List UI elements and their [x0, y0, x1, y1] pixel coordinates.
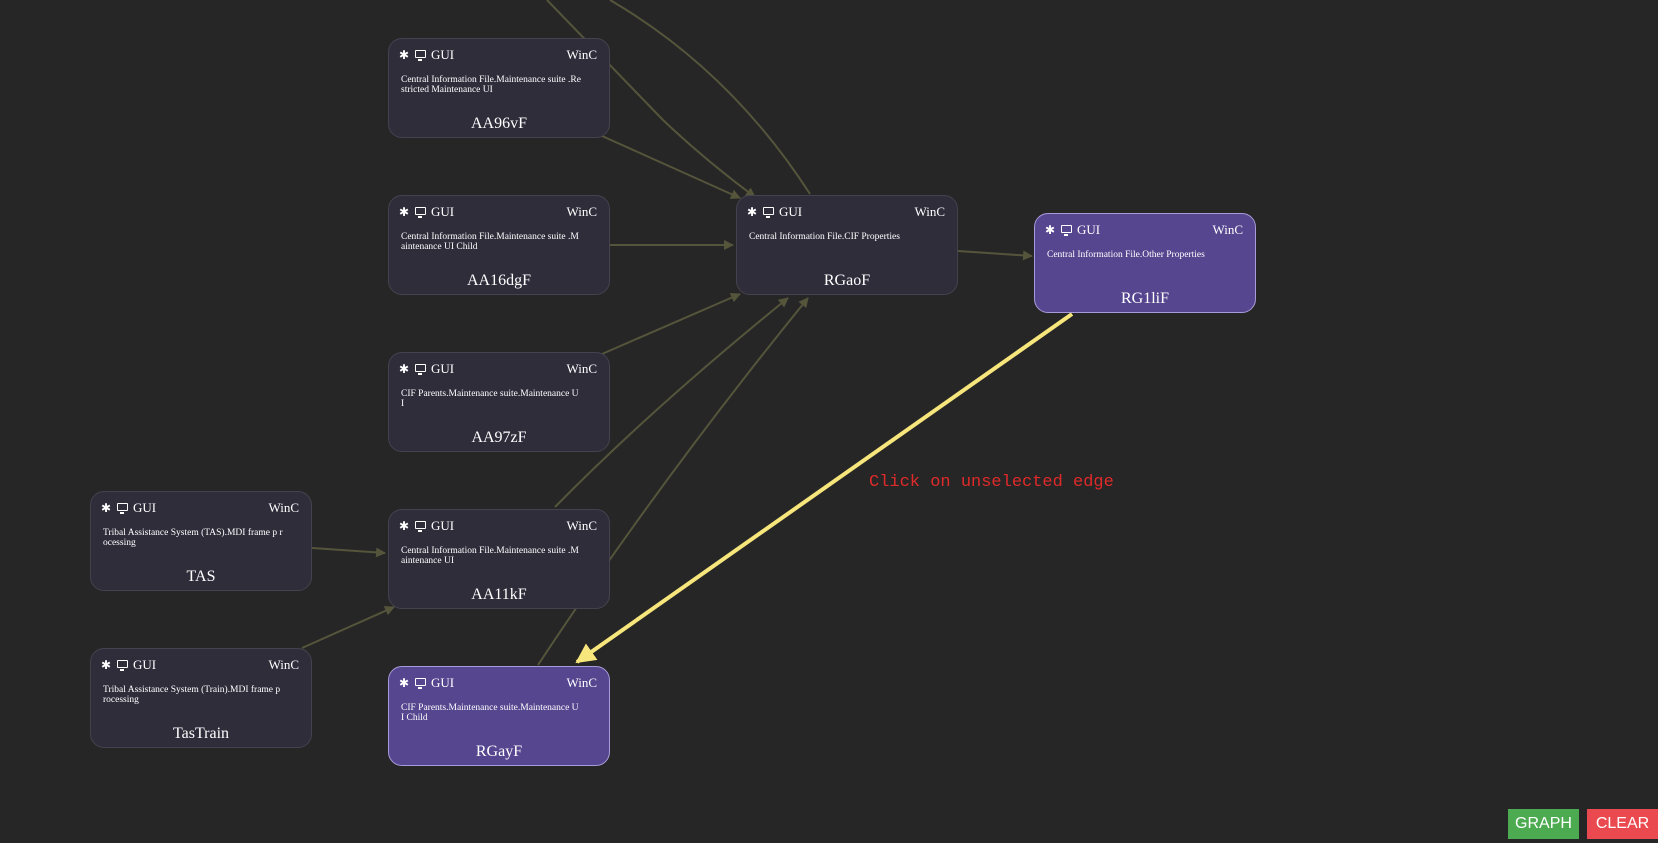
node-kind: GUI: [431, 361, 455, 376]
node-kind: GUI: [133, 657, 157, 672]
edge-offscreen-to-rgaof-1[interactable]: [546, 0, 756, 198]
edge-rg1lif-to-rgayf-selected[interactable]: [575, 312, 1074, 664]
node-env: WinC: [566, 675, 597, 690]
node-header: ✱ GUI WinC: [101, 657, 299, 673]
node-description: CIF Parents.Maintenance suite.Maintenanc…: [401, 703, 579, 723]
node-kind: GUI: [133, 500, 157, 515]
node-header: ✱ GUI WinC: [1045, 222, 1243, 238]
node-description: Central Information File.CIF Properties: [749, 232, 900, 242]
node-description: Central Information File.Other Propertie…: [1047, 250, 1205, 260]
node-env: WinC: [914, 204, 945, 219]
node-env: WinC: [268, 500, 299, 515]
node-env: WinC: [1212, 222, 1243, 237]
edge-tas-to-aa11kf[interactable]: [311, 547, 386, 558]
node-header: ✱ GUI WinC: [399, 204, 597, 220]
node-rgayf[interactable]: ✱ GUI WinC CIF Parents.Maintenance suite…: [388, 666, 610, 766]
node-id: TasTrain: [172, 725, 230, 742]
status-message: Click on unselected edge: [869, 473, 1114, 492]
monitor-icon: [415, 521, 426, 532]
node-aa96vf[interactable]: ✱ GUI WinC Central Information File.Main…: [388, 38, 610, 138]
gear-icon[interactable]: ✱: [399, 362, 410, 376]
monitor-icon: [1061, 225, 1072, 236]
node-kind: GUI: [431, 47, 455, 62]
node-header: ✱ GUI WinC: [101, 500, 299, 516]
node-rgaof[interactable]: ✱ GUI WinC Central Information File.CIF …: [736, 195, 958, 295]
node-env: WinC: [566, 361, 597, 376]
node-rg1lif[interactable]: ✱ GUI WinC Central Information File.Othe…: [1034, 213, 1256, 313]
gear-icon[interactable]: ✱: [399, 205, 410, 219]
monitor-icon: [415, 364, 426, 375]
edge-rgayf-to-rgaof[interactable]: [537, 297, 809, 666]
node-description: Central Information File.Maintenance sui…: [401, 75, 581, 95]
gear-icon[interactable]: ✱: [101, 658, 112, 672]
gear-icon[interactable]: ✱: [747, 205, 758, 219]
node-env: WinC: [268, 657, 299, 672]
node-description: CIF Parents.Maintenance suite.Maintenanc…: [401, 389, 579, 409]
node-header: ✱ GUI WinC: [399, 675, 597, 691]
node-kind: GUI: [431, 518, 455, 533]
graph-button[interactable]: GRAPH: [1508, 809, 1579, 839]
node-id: RGayF: [475, 743, 523, 760]
gear-icon[interactable]: ✱: [399, 48, 410, 62]
monitor-icon: [117, 503, 128, 514]
monitor-icon: [415, 50, 426, 61]
node-id: AA11kF: [471, 586, 527, 603]
node-env: WinC: [566, 47, 597, 62]
monitor-icon: [117, 660, 128, 671]
edge-rgaof-to-rg1lif[interactable]: [957, 250, 1033, 261]
edge-aa11kf-to-rgaof[interactable]: [554, 297, 789, 508]
monitor-icon: [763, 207, 774, 218]
gear-icon[interactable]: ✱: [101, 501, 112, 515]
clear-button[interactable]: CLEAR: [1587, 809, 1658, 839]
node-env: WinC: [566, 204, 597, 219]
edge-aa97zf-to-rgaof[interactable]: [601, 293, 741, 355]
node-id: TAS: [186, 568, 216, 585]
gear-icon[interactable]: ✱: [399, 519, 410, 533]
node-header: ✱ GUI WinC: [399, 518, 597, 534]
node-aa11kf[interactable]: ✱ GUI WinC Central Information File.Main…: [388, 509, 610, 609]
gear-icon[interactable]: ✱: [399, 676, 410, 690]
node-header: ✱ GUI WinC: [747, 204, 945, 220]
monitor-icon: [415, 207, 426, 218]
node-description: Tribal Assistance System (Train).MDI fra…: [103, 685, 281, 705]
node-header: ✱ GUI WinC: [399, 47, 597, 63]
node-description: Central Information File.Maintenance sui…: [401, 546, 579, 566]
node-env: WinC: [566, 518, 597, 533]
node-aa16dgf[interactable]: ✱ GUI WinC Central Information File.Main…: [388, 195, 610, 295]
node-kind: GUI: [431, 204, 455, 219]
node-aa97zf[interactable]: ✱ GUI WinC CIF Parents.Maintenance suite…: [388, 352, 610, 452]
node-kind: GUI: [431, 675, 455, 690]
node-id: RG1liF: [1120, 290, 1169, 307]
edge-tastrain-to-aa11kf[interactable]: [301, 606, 395, 649]
node-kind: GUI: [1077, 222, 1101, 237]
node-kind: GUI: [779, 204, 803, 219]
node-tastrain[interactable]: ✱ GUI WinC Tribal Assistance System (Tra…: [90, 648, 312, 748]
node-tas[interactable]: ✱ GUI WinC Tribal Assistance System (TAS…: [90, 491, 312, 591]
edge-aa96vf-to-rgaof[interactable]: [601, 135, 741, 199]
node-header: ✱ GUI WinC: [399, 361, 597, 377]
node-id: AA96vF: [470, 115, 527, 132]
edge-rgaof-to-offscreen[interactable]: [609, 0, 811, 195]
gear-icon[interactable]: ✱: [1045, 223, 1056, 237]
node-id: AA97zF: [471, 429, 527, 446]
node-id: AA16dgF: [466, 272, 531, 289]
node-description: Central Information File.Maintenance sui…: [401, 232, 579, 252]
node-id: RGaoF: [823, 272, 871, 289]
node-description: Tribal Assistance System (TAS).MDI frame…: [103, 528, 283, 548]
monitor-icon: [415, 678, 426, 689]
